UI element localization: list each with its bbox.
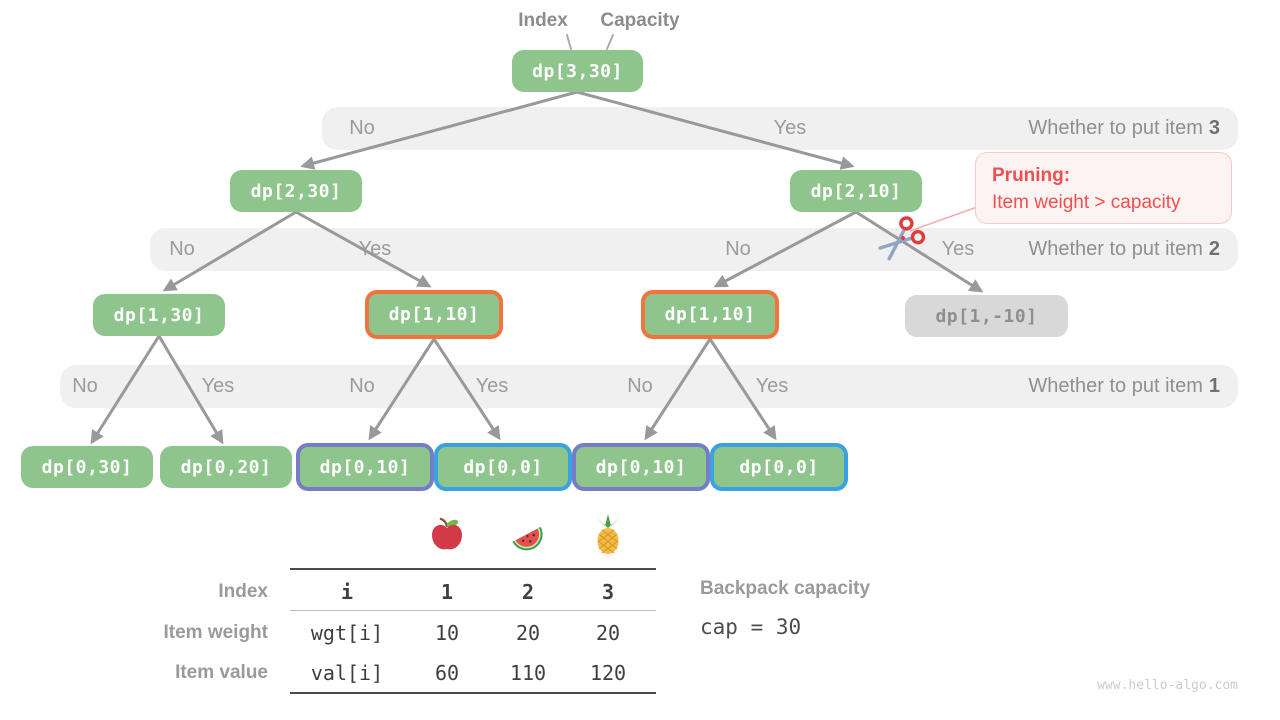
node-dp-0-0-b: dp[0,0] <box>710 443 848 491</box>
node-dp-1-10-pruned-duplicate: dp[1,10] <box>365 290 503 339</box>
table-cell: 120 <box>589 661 627 685</box>
table-cell: i <box>340 580 354 604</box>
choice-label: Yes <box>358 238 392 260</box>
table-cell: 110 <box>509 661 547 685</box>
choice-label: Yes <box>755 375 789 397</box>
table-cell: 10 <box>434 621 460 645</box>
node-dp-0-30: dp[0,30] <box>21 446 153 488</box>
node-dp-1-neg10-invalid: dp[1,-10] <box>905 295 1068 337</box>
pineapple-icon <box>597 514 619 554</box>
node-dp-0-10-b: dp[0,10] <box>572 443 710 491</box>
node-dp-0-10-a: dp[0,10] <box>296 443 434 491</box>
table-rule-bottom <box>290 692 656 694</box>
row-label-value: Item value <box>175 662 268 683</box>
node-dp-1-10-duplicate: dp[1,10] <box>641 290 779 339</box>
index-pointer-label: Index <box>518 10 568 31</box>
table-cell: 20 <box>595 621 621 645</box>
choice-label: No <box>725 238 751 260</box>
table-cell: 3 <box>601 580 615 604</box>
watermelon-icon <box>512 526 543 551</box>
table-cell: 60 <box>434 661 460 685</box>
backpack-capacity-label: Backpack capacity <box>700 578 871 599</box>
choice-label: No <box>349 117 375 139</box>
pruning-callout: Pruning: Item weight > capacity <box>975 152 1232 224</box>
choice-label: Yes <box>475 375 509 397</box>
row-label-index: Index <box>218 581 268 602</box>
pointer-ticks <box>566 34 614 50</box>
node-dp-2-30: dp[2,30] <box>230 170 362 212</box>
node-dp-2-10: dp[2,10] <box>790 170 922 212</box>
capacity-pointer-label: Capacity <box>600 10 680 31</box>
choice-label: No <box>627 375 653 397</box>
choice-label: Yes <box>201 375 235 397</box>
table-cell: 20 <box>515 621 541 645</box>
apple-icon <box>432 517 462 550</box>
table-rule-top <box>290 568 656 570</box>
decision-band-item1: No Yes No Yes No Yes Whether to put item… <box>60 365 1238 408</box>
choice-label: No <box>169 238 195 260</box>
table-cell: wgt[i] <box>310 621 384 645</box>
node-dp-0-0-a: dp[0,0] <box>434 443 572 491</box>
watermark: www.hello-algo.com <box>1097 678 1238 693</box>
table-cell: 1 <box>440 580 454 604</box>
choice-label: No <box>349 375 375 397</box>
table-cell: 2 <box>521 580 535 604</box>
choice-label: Yes <box>941 238 975 260</box>
row-label-weight: Item weight <box>163 622 268 643</box>
backpack-capacity-value: cap = 30 <box>700 615 802 639</box>
choice-label: No <box>72 375 98 397</box>
table-rule-middle <box>290 610 656 611</box>
table-cell: val[i] <box>310 661 384 685</box>
pruning-detail: Item weight > capacity <box>992 192 1181 213</box>
node-dp-1-30: dp[1,30] <box>93 294 225 336</box>
node-dp-0-20: dp[0,20] <box>160 446 292 488</box>
pruning-title: Pruning: <box>992 165 1071 186</box>
node-dp-3-30: dp[3,30] <box>512 50 643 92</box>
choice-label: Yes <box>773 117 807 139</box>
